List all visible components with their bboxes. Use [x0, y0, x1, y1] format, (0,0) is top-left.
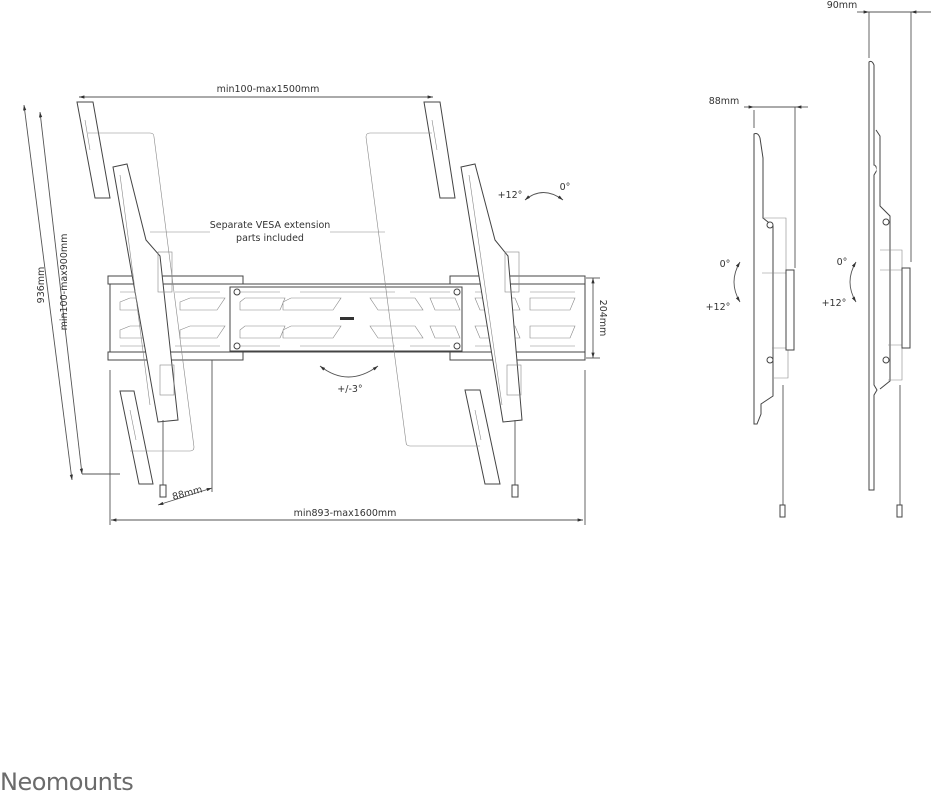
side-left-tilt-plus: +12° [706, 302, 731, 313]
note-line-2: parts included [236, 233, 304, 244]
depth-label: 88mm [171, 484, 203, 503]
side-view-left: 88mm 0° +12° [706, 96, 808, 518]
tilt-zero-label: 0° [560, 182, 571, 193]
side-left-depth-label: 88mm [709, 96, 740, 107]
level-adjust-label: +/-3° [337, 384, 362, 395]
overall-height-label: 936mm [36, 267, 47, 304]
side-left-tilt-zero: 0° [720, 259, 731, 270]
plate-width-label: min893-max1600mm [294, 508, 397, 519]
vesa-height-label: min100-max900mm [59, 234, 70, 331]
brand-logo: Neomounts [0, 768, 134, 796]
vesa-width-label: min100-max1500mm [217, 84, 320, 95]
side-right-depth-label: 90mm [827, 0, 858, 11]
note-leaders [88, 132, 480, 452]
side-view-right: 90mm 0° +12° [822, 0, 931, 518]
side-right-tilt-plus: +12° [822, 298, 847, 309]
side-right-tilt-zero: 0° [837, 257, 848, 268]
dimension-lines [23, 95, 600, 525]
plate-height-label: 204mm [597, 300, 608, 337]
tilt-plus-label: +12° [498, 190, 523, 201]
note-line-1: Separate VESA extension [210, 220, 331, 231]
vesa-extension-parts [76, 101, 501, 485]
